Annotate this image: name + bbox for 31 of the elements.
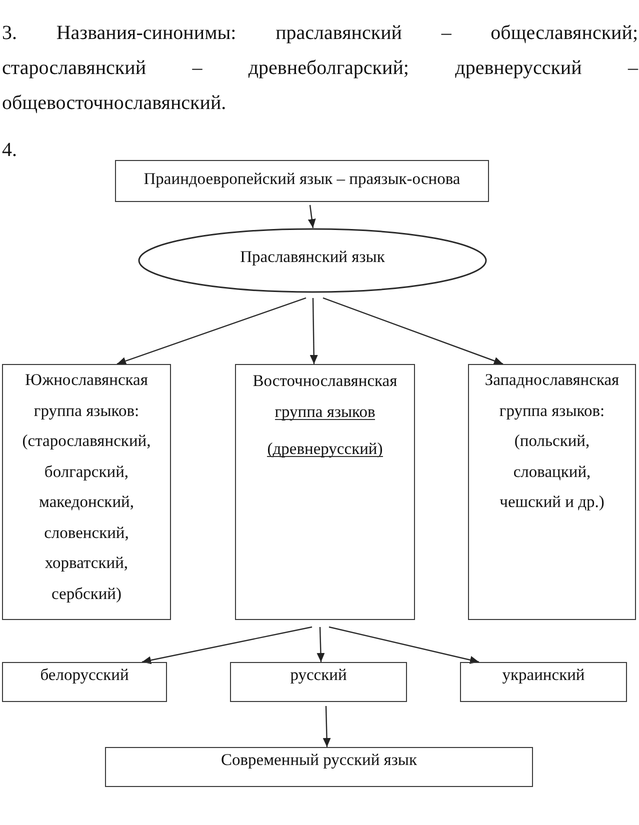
process-box — [460, 662, 627, 702]
node-title: Западнославянская группа языков: — [484, 369, 620, 422]
process-box — [2, 662, 167, 702]
arrow — [328, 626, 480, 664]
process-box — [2, 364, 171, 620]
process-box — [105, 747, 533, 787]
arrow — [142, 626, 312, 664]
node-label: Современный русский язык — [220, 749, 418, 771]
node-description: (польский, словацкий, чешский и др.) — [498, 430, 606, 513]
arrow — [322, 706, 331, 748]
paragraph-text: 3. Названия-синонимы: праславянский – общеславянский; старославянский – древнеболгарский; древнерусский – общевосточнославянский. — [2, 21, 638, 116]
node-label: белорусский — [39, 664, 130, 686]
arrow — [308, 204, 316, 228]
node-label: Праиндоевропейский язык – праязык-основа — [142, 168, 462, 190]
node-description: (старославянский, болгарский, македонский, словенский, хорватский, сербский) — [21, 430, 152, 604]
process-box — [115, 160, 489, 202]
arrow — [316, 626, 325, 662]
arrow — [310, 298, 318, 364]
node-label: Праславянский язык — [239, 246, 386, 268]
node-label: украинский — [501, 664, 586, 686]
process-box — [230, 662, 407, 702]
item-number: 4. — [2, 138, 18, 163]
ellipse-node — [138, 228, 487, 293]
node-label: русский — [289, 664, 348, 686]
node-title: Восточнославянская группа языков — [252, 370, 398, 423]
node-title: Южнославянская группа языков: — [24, 369, 149, 422]
node-description: (древнерусский) — [266, 438, 384, 460]
arrow — [322, 297, 504, 365]
process-box — [235, 364, 415, 620]
process-box — [468, 364, 636, 620]
arrow — [116, 297, 306, 365]
